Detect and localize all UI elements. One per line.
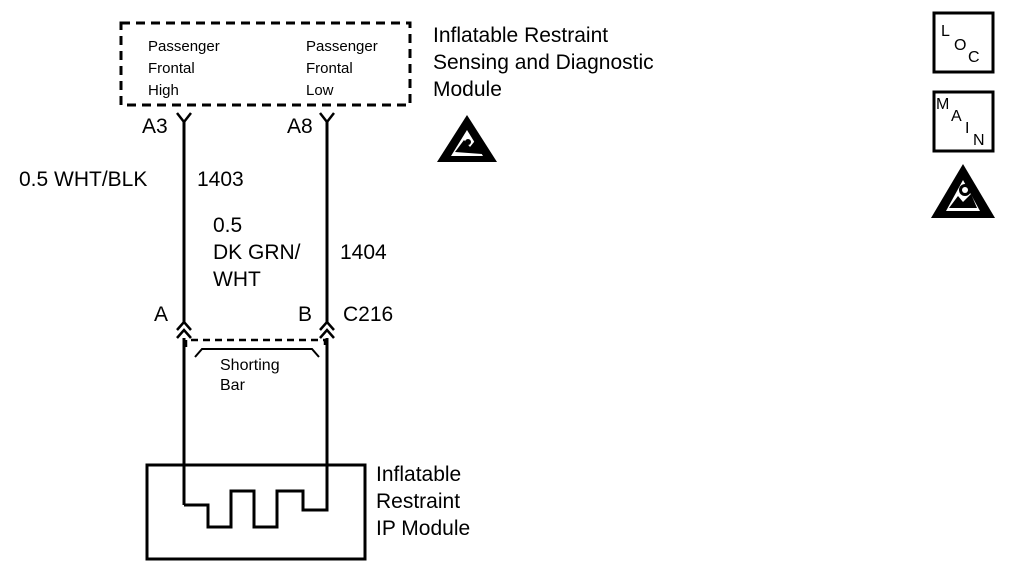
sdm-pin-a8-name: Passenger Frontal Low xyxy=(306,38,378,99)
sdm-pin-a3-name-line1: Passenger xyxy=(148,38,220,55)
loc-icon-letter-l: L xyxy=(941,23,950,40)
ip-module-title-line1: Inflatable xyxy=(376,463,461,486)
sdm-module-title-line2: Sensing and Diagnostic xyxy=(433,51,654,74)
shorting-bar-bracket xyxy=(194,348,320,358)
airbag-warning-icon[interactable] xyxy=(931,164,995,218)
sdm-module: Passenger Frontal High Passenger Frontal… xyxy=(119,21,654,162)
squib-element-icon xyxy=(184,489,329,529)
main-icon-letter-i: I xyxy=(965,120,969,137)
main-icon-letter-n: N xyxy=(973,132,985,149)
female-terminal-icon xyxy=(319,112,335,125)
esd-warning-icon xyxy=(437,115,497,162)
connector-c216: A B C216 Shorting Bar xyxy=(154,303,393,394)
loc-icon[interactable]: L O C xyxy=(932,11,995,74)
sdm-module-box xyxy=(119,21,412,107)
connector-terminal-b-label: B xyxy=(298,303,312,326)
ip-module-title-line2: Restraint xyxy=(376,490,460,513)
wire-1403-gauge-color: 0.5 WHT/BLK xyxy=(19,168,147,191)
sdm-terminal-a3-label: A3 xyxy=(142,115,168,138)
wire-1404-gauge-line1: 0.5 xyxy=(213,214,242,237)
ip-module-box xyxy=(145,463,367,561)
sdm-module-title-line1: Inflatable Restraint xyxy=(433,24,608,47)
loc-icon-letter-o: O xyxy=(954,37,966,54)
shorting-bar xyxy=(184,338,327,347)
main-icon-letter-a: A xyxy=(951,108,962,125)
sdm-pin-a8-name-line2: Frontal xyxy=(306,60,353,77)
connector-terminal-a-label: A xyxy=(154,303,168,326)
sdm-pin-a8-name-line3: Low xyxy=(306,82,334,99)
shorting-bar-label-line2: Bar xyxy=(220,377,246,394)
main-icon[interactable]: M A I N xyxy=(932,90,995,153)
ip-module: Inflatable Restraint IP Module xyxy=(145,463,470,561)
sdm-pin-a3-name-line2: Frontal xyxy=(148,60,195,77)
wire-1404-gauge-line2: DK GRN/ xyxy=(213,241,301,264)
female-terminal-icon xyxy=(176,112,192,125)
wire-1404-label: 0.5 DK GRN/ WHT 1404 xyxy=(213,214,387,291)
shorting-bar-label-line1: Shorting xyxy=(220,357,280,374)
connector-terminal-a-icon xyxy=(176,320,192,339)
sdm-pin-a3-name-line3: High xyxy=(148,82,179,99)
wire-1403-circuit-number: 1403 xyxy=(197,168,244,191)
connector-terminal-b-icon xyxy=(319,320,335,339)
sdm-module-title: Inflatable Restraint Sensing and Diagnos… xyxy=(433,24,654,101)
wire-1404-circuit-number: 1404 xyxy=(340,241,387,264)
loc-icon-letter-c: C xyxy=(968,49,980,66)
ip-module-title-line3: IP Module xyxy=(376,517,470,540)
main-icon-letter-m: M xyxy=(936,96,949,113)
connector-id-label: C216 xyxy=(343,303,393,326)
sdm-pin-a3-name: Passenger Frontal High xyxy=(148,38,220,99)
sdm-terminal-a8-label: A8 xyxy=(287,115,313,138)
sdm-pin-a8-name-line1: Passenger xyxy=(306,38,378,55)
wire-1404-gauge-line3: WHT xyxy=(213,268,261,291)
wire-1403-label: 0.5 WHT/BLK 1403 xyxy=(19,168,244,191)
sdm-module-title-line3: Module xyxy=(433,78,502,101)
